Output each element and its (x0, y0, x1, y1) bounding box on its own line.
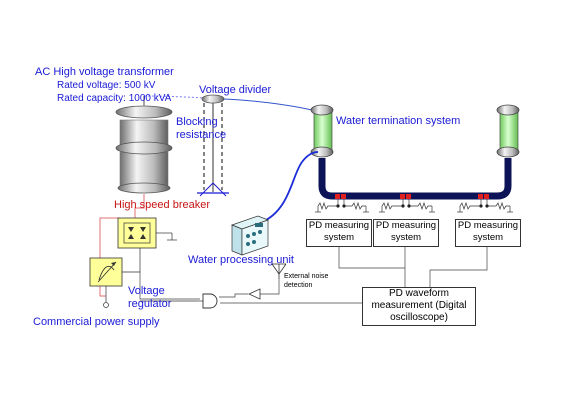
hv-transformer (115, 96, 173, 194)
water-processing-unit-symbol (230, 215, 270, 256)
water-processing-label: Water processing unit (188, 254, 294, 266)
voltage-divider-symbol (197, 94, 229, 197)
external-noise-label: External noise detection (284, 273, 329, 289)
pd-waveform-box: PD waveform measurement (Digital oscillo… (362, 287, 476, 326)
water-termination-right (496, 104, 520, 158)
cable-joints (335, 194, 489, 199)
control-wiring (99, 194, 145, 297)
pd-sensor-circuits (315, 199, 513, 213)
pd-measuring-box-1: PD measuring system (306, 219, 372, 247)
water-termination-left (310, 104, 334, 158)
voltage-regulator-label: Voltage regulator (128, 285, 172, 310)
high-speed-breaker-symbol (117, 217, 177, 249)
water-hose (261, 151, 319, 223)
blocking-resistance-label: Blocking resistance (176, 116, 227, 141)
pd-measuring-box-2: PD measuring system (373, 219, 439, 247)
transformer-title: AC High voltage transformer (35, 66, 174, 78)
commercial-power-label: Commercial power supply (33, 316, 160, 328)
external-noise-antenna (271, 263, 287, 279)
and-gate-symbol (202, 293, 218, 309)
rated-capacity-label: Rated capacity: 1000 kVA (57, 93, 172, 104)
pd-measuring-box-3: PD measuring system (455, 219, 521, 247)
signal-wiring (139, 246, 488, 304)
water-termination-label: Water termination system (336, 115, 461, 127)
test-cable (318, 158, 512, 200)
high-speed-breaker-label: High speed breaker (114, 199, 211, 211)
voltage-regulator-symbol (89, 257, 123, 308)
amplifier-symbol (248, 288, 261, 300)
voltage-divider-label: Voltage divider (199, 84, 272, 96)
rated-voltage-label: Rated voltage: 500 kV (57, 80, 156, 91)
